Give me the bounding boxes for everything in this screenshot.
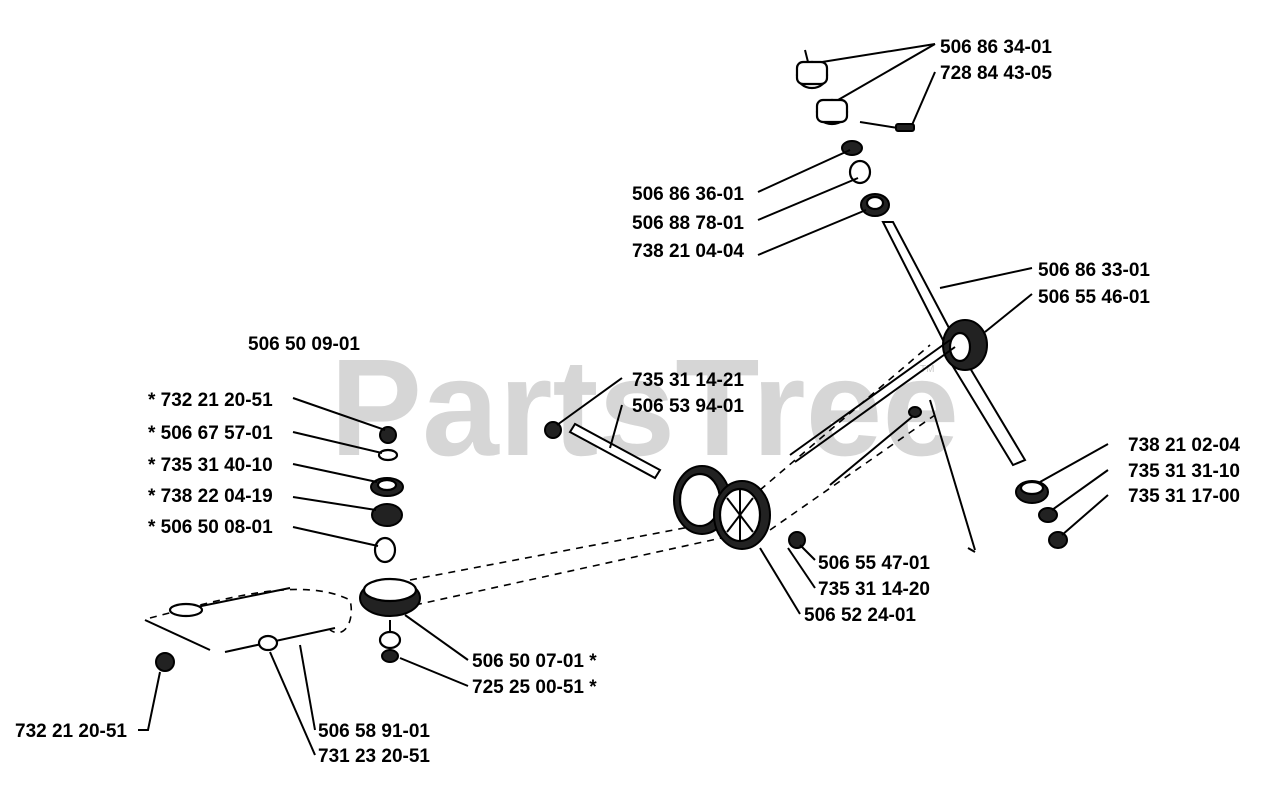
label-506-58-91-01: 506 58 91-01 <box>318 721 430 742</box>
label-738-21-02-04: 738 21 02-04 <box>1128 435 1240 456</box>
leader-lines <box>138 43 1109 756</box>
label-735-31-14-20: 735 31 14-20 <box>818 579 930 600</box>
label-735-31-17-00: 735 31 17-00 <box>1128 486 1240 507</box>
left-assembly <box>144 426 421 672</box>
label-506-67-57-01: * 506 67 57-01 <box>148 423 273 444</box>
label-735-31-31-10: 735 31 31-10 <box>1128 461 1240 482</box>
label-506-53-94-01: 506 53 94-01 <box>632 396 744 417</box>
label-738-21-04-04: 738 21 04-04 <box>632 241 744 262</box>
label-732-21-20-51: 732 21 20-51 <box>15 721 127 742</box>
label-731-23-20-51: 731 23 20-51 <box>318 746 430 767</box>
watermark-tm: TM <box>920 364 934 375</box>
label-506-88-78-01: 506 88 78-01 <box>632 213 744 234</box>
part-labels: 506 86 34-01 728 84 43-05 506 86 36-01 5… <box>15 37 1240 767</box>
label-506-86-33-01: 506 86 33-01 <box>1038 260 1150 281</box>
upper-assembly <box>795 49 1068 553</box>
label-735-31-40-10: * 735 31 40-10 <box>148 455 273 476</box>
center-assembly <box>544 339 956 550</box>
label-506-86-34-01: 506 86 34-01 <box>940 37 1052 58</box>
label-506-52-24-01: 506 52 24-01 <box>804 605 916 626</box>
label-506-50-07-01: 506 50 07-01 * <box>472 651 597 672</box>
label-506-86-36-01: 506 86 36-01 <box>632 184 744 205</box>
belt-lines <box>149 344 936 634</box>
label-725-25-00-51: 725 25 00-51 * <box>472 677 597 698</box>
label-506-55-47-01: 506 55 47-01 <box>818 553 930 574</box>
label-506-50-09-01: 506 50 09-01 <box>248 334 360 355</box>
label-735-31-14-21: 735 31 14-21 <box>632 370 744 391</box>
label-506-50-08-01: * 506 50 08-01 <box>148 517 273 538</box>
label-728-84-43-05: 728 84 43-05 <box>940 63 1052 84</box>
label-738-22-04-19: * 738 22 04-19 <box>148 486 273 507</box>
label-506-55-46-01: 506 55 46-01 <box>1038 287 1150 308</box>
label-732-21-20-51-star: * 732 21 20-51 <box>148 390 273 411</box>
